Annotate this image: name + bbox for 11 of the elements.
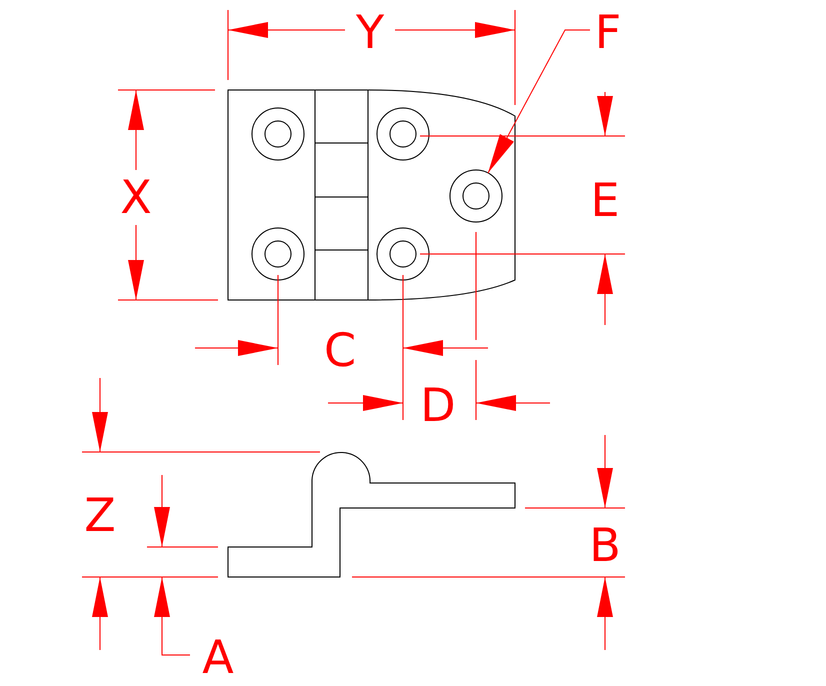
dimension-label: E xyxy=(590,177,620,223)
screw-hole xyxy=(450,170,502,222)
dimension-label: C xyxy=(324,327,356,373)
dimension-label: A xyxy=(202,634,234,680)
dimension-label: D xyxy=(420,382,456,428)
dimension-label: Y xyxy=(356,9,384,55)
dimension-label: B xyxy=(589,522,621,568)
dimension-label: X xyxy=(120,174,152,220)
dimension-label: Z xyxy=(84,492,116,538)
callout-letter: F xyxy=(594,9,622,55)
leader-line xyxy=(488,30,590,174)
